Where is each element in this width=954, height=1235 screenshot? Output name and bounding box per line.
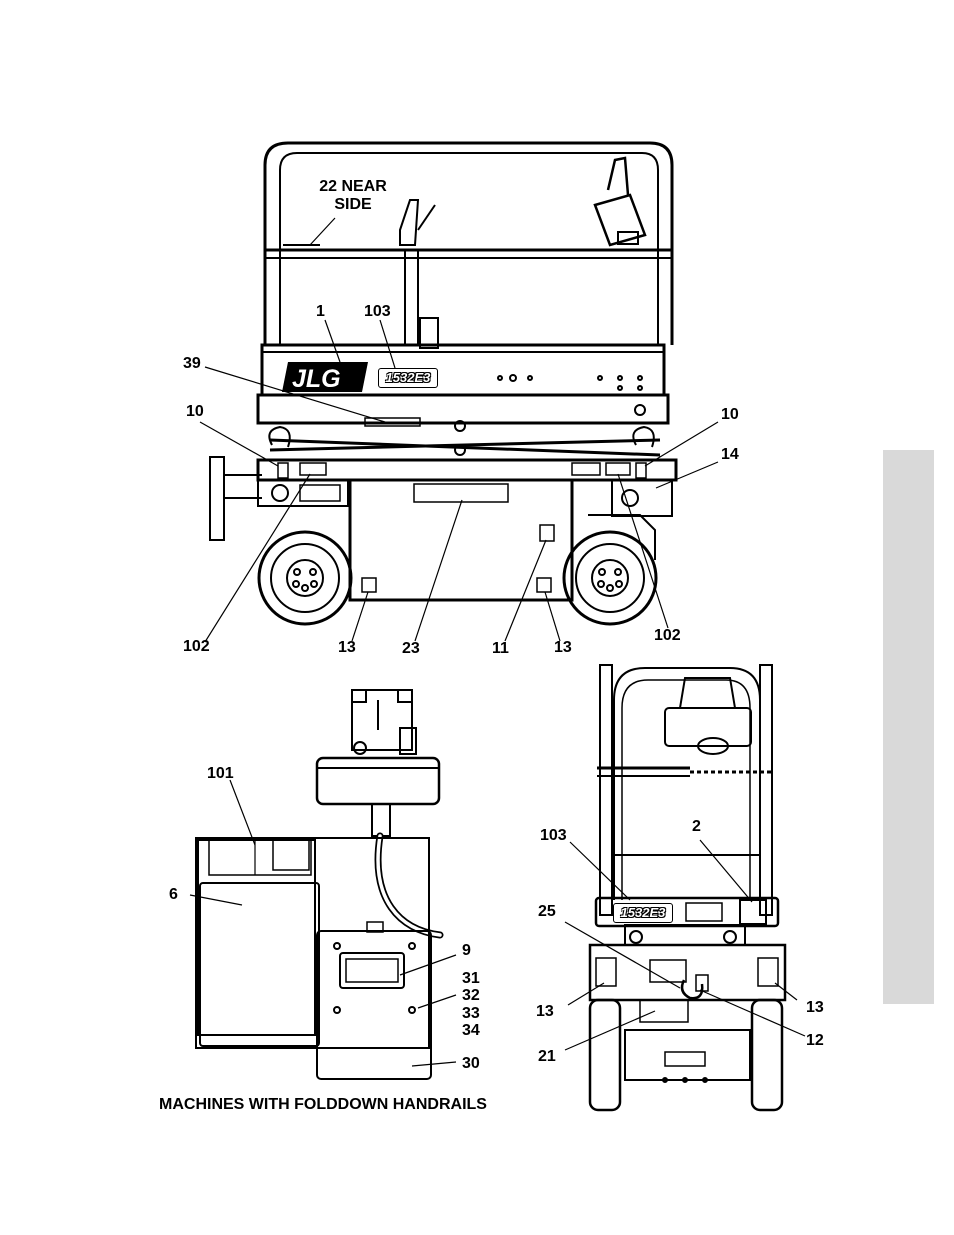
callout-103-top: 103 (364, 303, 391, 321)
callout-30: 30 (462, 1055, 480, 1073)
callout-2: 2 (692, 818, 701, 836)
callout-11: 11 (492, 640, 509, 658)
callout-14: 14 (721, 446, 739, 464)
model-decal: 1532E3 (378, 368, 438, 388)
model-decal-text: 1532E3 (386, 370, 431, 385)
callout-25: 25 (538, 903, 556, 921)
callout-1: 1 (316, 303, 325, 321)
side-view (210, 143, 676, 624)
callout-34: 34 (462, 1022, 480, 1040)
callout-23: 23 (402, 640, 420, 658)
callout-33: 33 (462, 1005, 480, 1023)
control-box-leader-lines (190, 780, 456, 1066)
chassis-tray (350, 480, 572, 600)
figure-caption: MACHINES WITH FOLDDOWN HANDRAILS (159, 1096, 487, 1114)
left-wheel (259, 532, 351, 624)
jlg-logo-decal: JLG (282, 362, 368, 393)
charger-plate (196, 838, 429, 1048)
callout-32: 32 (462, 987, 480, 1005)
control-box-detail (196, 690, 440, 1079)
callout-102-right: 102 (654, 627, 681, 645)
callout-13-b: 13 (554, 639, 572, 657)
callout-101: 101 (207, 765, 234, 783)
callout-9: 9 (462, 942, 471, 960)
rear-model-decal: 1532E3 (613, 903, 673, 923)
callout-39: 39 (183, 355, 201, 373)
callout-22-near-side: 22 NEAR SIDE (316, 178, 390, 214)
callout-103-rear: 103 (540, 827, 567, 845)
callout-102-left: 102 (183, 638, 210, 656)
callout-10-right: 10 (721, 406, 739, 424)
callout-13-a: 13 (338, 639, 356, 657)
callout-12: 12 (806, 1032, 824, 1050)
callout-13-rear-left: 13 (536, 1003, 554, 1021)
rear-model-decal-text: 1532E3 (621, 905, 666, 920)
callout-10-left: 10 (186, 403, 204, 421)
section-side-tab (883, 450, 934, 1004)
rear-view (590, 665, 785, 1110)
callout-6: 6 (169, 886, 178, 904)
svg-text:JLG: JLG (292, 365, 341, 393)
callout-13-rear-right: 13 (806, 999, 824, 1017)
callout-21: 21 (538, 1048, 556, 1066)
right-wheel (564, 532, 656, 624)
callout-31: 31 (462, 970, 480, 988)
